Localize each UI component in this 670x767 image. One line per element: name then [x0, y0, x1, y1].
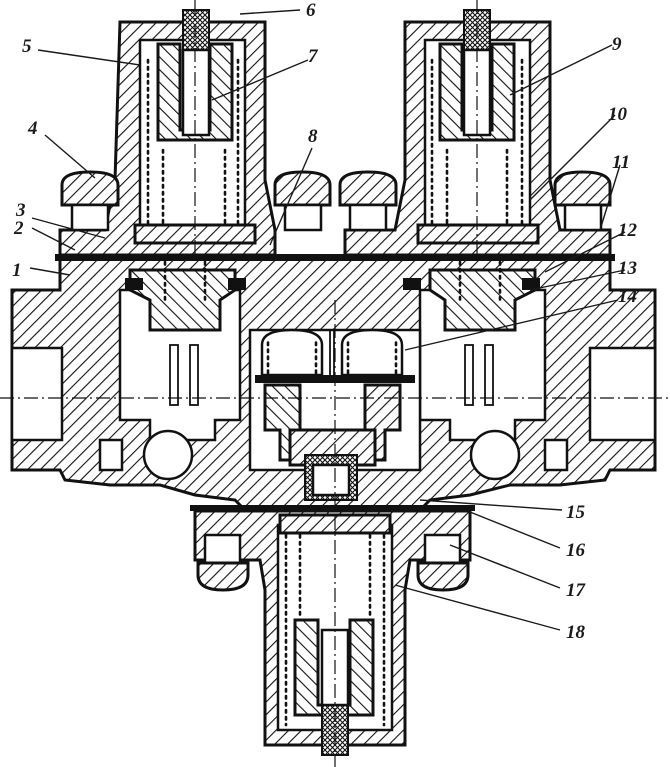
callout-14: 14	[618, 286, 637, 307]
callout-6: 6	[306, 0, 316, 21]
lower-gasket-plate	[190, 505, 475, 511]
callout-2: 2	[13, 218, 24, 239]
gasket-plate	[55, 254, 615, 261]
callout-17: 17	[566, 580, 587, 601]
callout-16: 16	[566, 540, 586, 561]
callout-7: 7	[308, 46, 319, 67]
callout-4: 4	[27, 118, 38, 139]
right-valve	[403, 260, 540, 406]
callout-9: 9	[612, 34, 622, 55]
callout-1: 1	[12, 260, 22, 281]
callout-11: 11	[612, 152, 630, 173]
upper-screws	[60, 170, 612, 232]
callout-12: 12	[618, 220, 638, 241]
callout-18: 18	[566, 622, 586, 643]
callout-8: 8	[308, 126, 318, 147]
leader-lines	[29, 9, 626, 631]
callout-5: 5	[22, 36, 32, 57]
left-valve	[125, 260, 246, 406]
callout-3: 3	[15, 200, 26, 221]
callout-10: 10	[608, 104, 628, 125]
callout-labels: 1 2 3 4 5 6 7 8 9 10 11 12 13 14 15 16 1…	[12, 0, 638, 643]
callout-13: 13	[618, 258, 637, 279]
callout-15: 15	[566, 502, 586, 523]
lower-cap	[193, 509, 472, 756]
